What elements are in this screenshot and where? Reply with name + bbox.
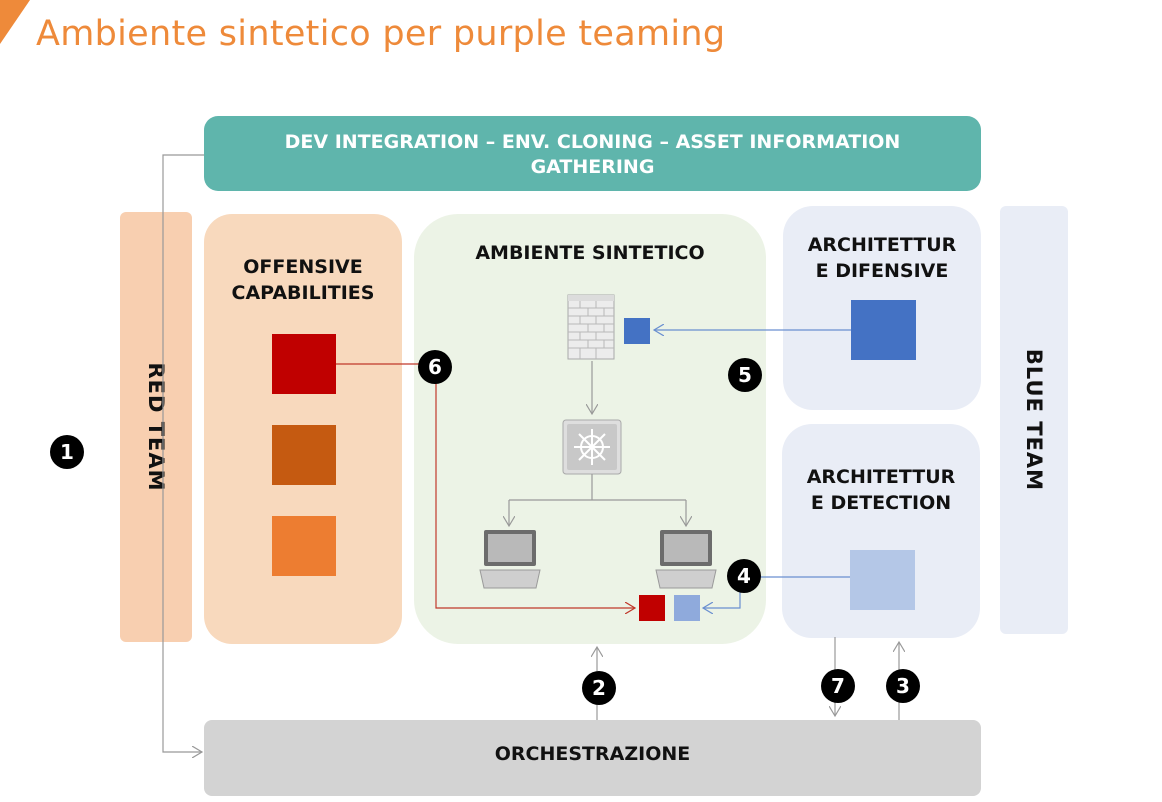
step-badge-label: 5 <box>738 363 752 387</box>
page-title: Ambiente sintetico per purple teaming <box>36 14 726 54</box>
orchestration-bar: ORCHESTRAZIONE <box>204 720 981 796</box>
step-badge-3: 3 <box>886 669 920 703</box>
laptop-left-icon <box>479 530 541 589</box>
dev-integration-bar: DEV INTEGRATION – ENV. CLONING – ASSET I… <box>204 116 981 191</box>
dev-to-orchestration-arrow <box>162 154 204 752</box>
offensive-swatch-3 <box>272 516 336 576</box>
defensive-architectures-label: ARCHITETTUR E DIFENSIVE <box>807 234 957 282</box>
step-badge-6: 6 <box>418 350 452 384</box>
switch-to-laptops-line <box>509 474 686 501</box>
detection-architectures-label: ARCHITETTUR E DETECTION <box>806 466 956 514</box>
step-badge-label: 4 <box>737 564 751 588</box>
firewall-icon <box>567 294 615 360</box>
offensive-swatch-1 <box>272 334 336 394</box>
network-switch-icon <box>562 419 622 475</box>
firewall-defense-marker <box>624 318 650 344</box>
orchestration-label: ORCHESTRAZIONE <box>494 743 691 765</box>
step-badge-7: 7 <box>821 669 855 703</box>
offensive-capabilities-label: OFFENSIVE CAPABILITIES <box>231 256 375 304</box>
step-badge-label: 2 <box>592 676 606 700</box>
step-badge-4: 4 <box>727 559 761 593</box>
red-team-panel: RED TEAM <box>120 212 192 642</box>
blue-team-panel: BLUE TEAM <box>1000 206 1068 634</box>
attack-path-arrow <box>336 363 635 608</box>
detection-deploy-arrow <box>703 576 850 608</box>
attack-marker <box>639 595 665 621</box>
detection-swatch <box>850 550 915 610</box>
step-badge-5: 5 <box>728 358 762 392</box>
laptop-right-icon <box>655 530 717 589</box>
offensive-swatch-2 <box>272 425 336 485</box>
step-badge-2: 2 <box>582 671 616 705</box>
step-badge-label: 1 <box>60 440 74 464</box>
corner-accent-icon <box>0 0 30 44</box>
dev-integration-label: DEV INTEGRATION – ENV. CLONING – ASSET I… <box>284 131 901 178</box>
defensive-swatch <box>851 300 916 360</box>
detection-marker <box>674 595 700 621</box>
step-badge-label: 6 <box>428 355 442 379</box>
synthetic-environment-label: AMBIENTE SINTETICO <box>475 242 705 264</box>
step-badge-label: 7 <box>831 674 845 698</box>
step-badge-1: 1 <box>50 435 84 469</box>
step-badge-label: 3 <box>896 674 910 698</box>
